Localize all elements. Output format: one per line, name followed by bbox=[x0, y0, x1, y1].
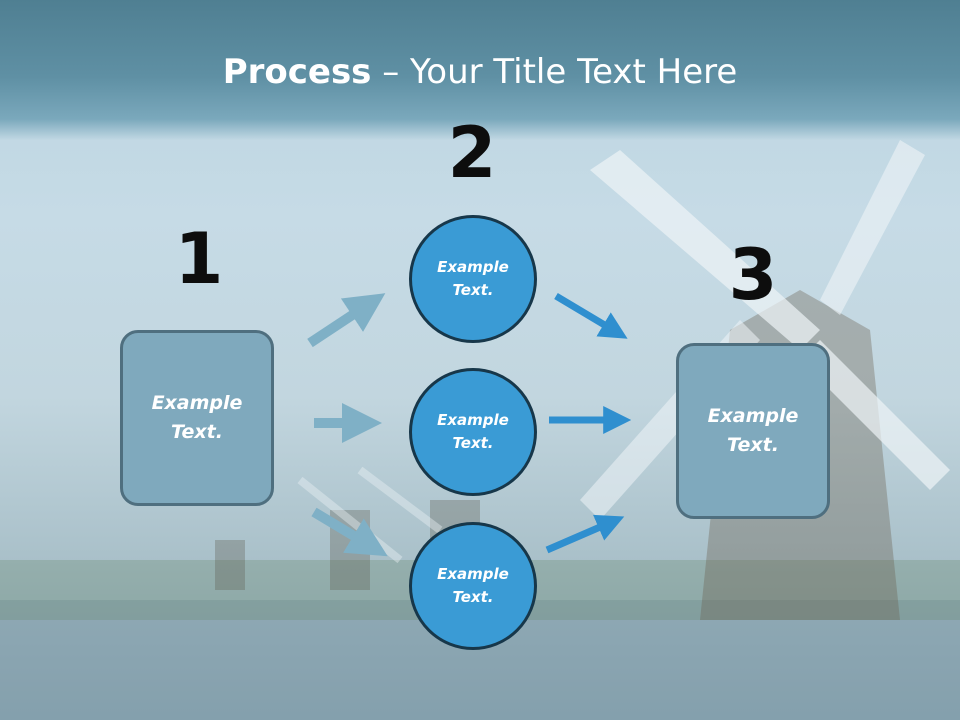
slide-title: Process – Your Title Text Here bbox=[0, 52, 960, 92]
step-1-text-line1: Example bbox=[151, 392, 243, 414]
step-3-text-line1: Example bbox=[707, 405, 799, 427]
circle-1-line2: Text. bbox=[452, 281, 494, 299]
circle-2-line1: Example bbox=[437, 411, 509, 429]
step-number-3: 3 bbox=[728, 234, 778, 316]
step-1-text-line2: Text. bbox=[171, 421, 223, 443]
title-bold: Process bbox=[222, 52, 372, 92]
step-number-1: 1 bbox=[174, 218, 224, 300]
title-banner bbox=[0, 0, 960, 140]
arrow-from-circle-1 bbox=[554, 292, 628, 339]
title-rest: – Your Title Text Here bbox=[371, 52, 738, 92]
arrow-to-circle-1 bbox=[307, 293, 386, 348]
step-number-2: 2 bbox=[447, 112, 497, 194]
step-3-text-line2: Text. bbox=[727, 434, 779, 456]
circle-1-line1: Example bbox=[437, 258, 509, 276]
arrow-to-circle-3 bbox=[311, 507, 388, 557]
circle-3-line2: Text. bbox=[452, 588, 494, 606]
arrow-from-circle-3 bbox=[545, 514, 625, 554]
circle-3-line1: Example bbox=[437, 565, 509, 583]
circle-2-line2: Text. bbox=[452, 434, 494, 452]
